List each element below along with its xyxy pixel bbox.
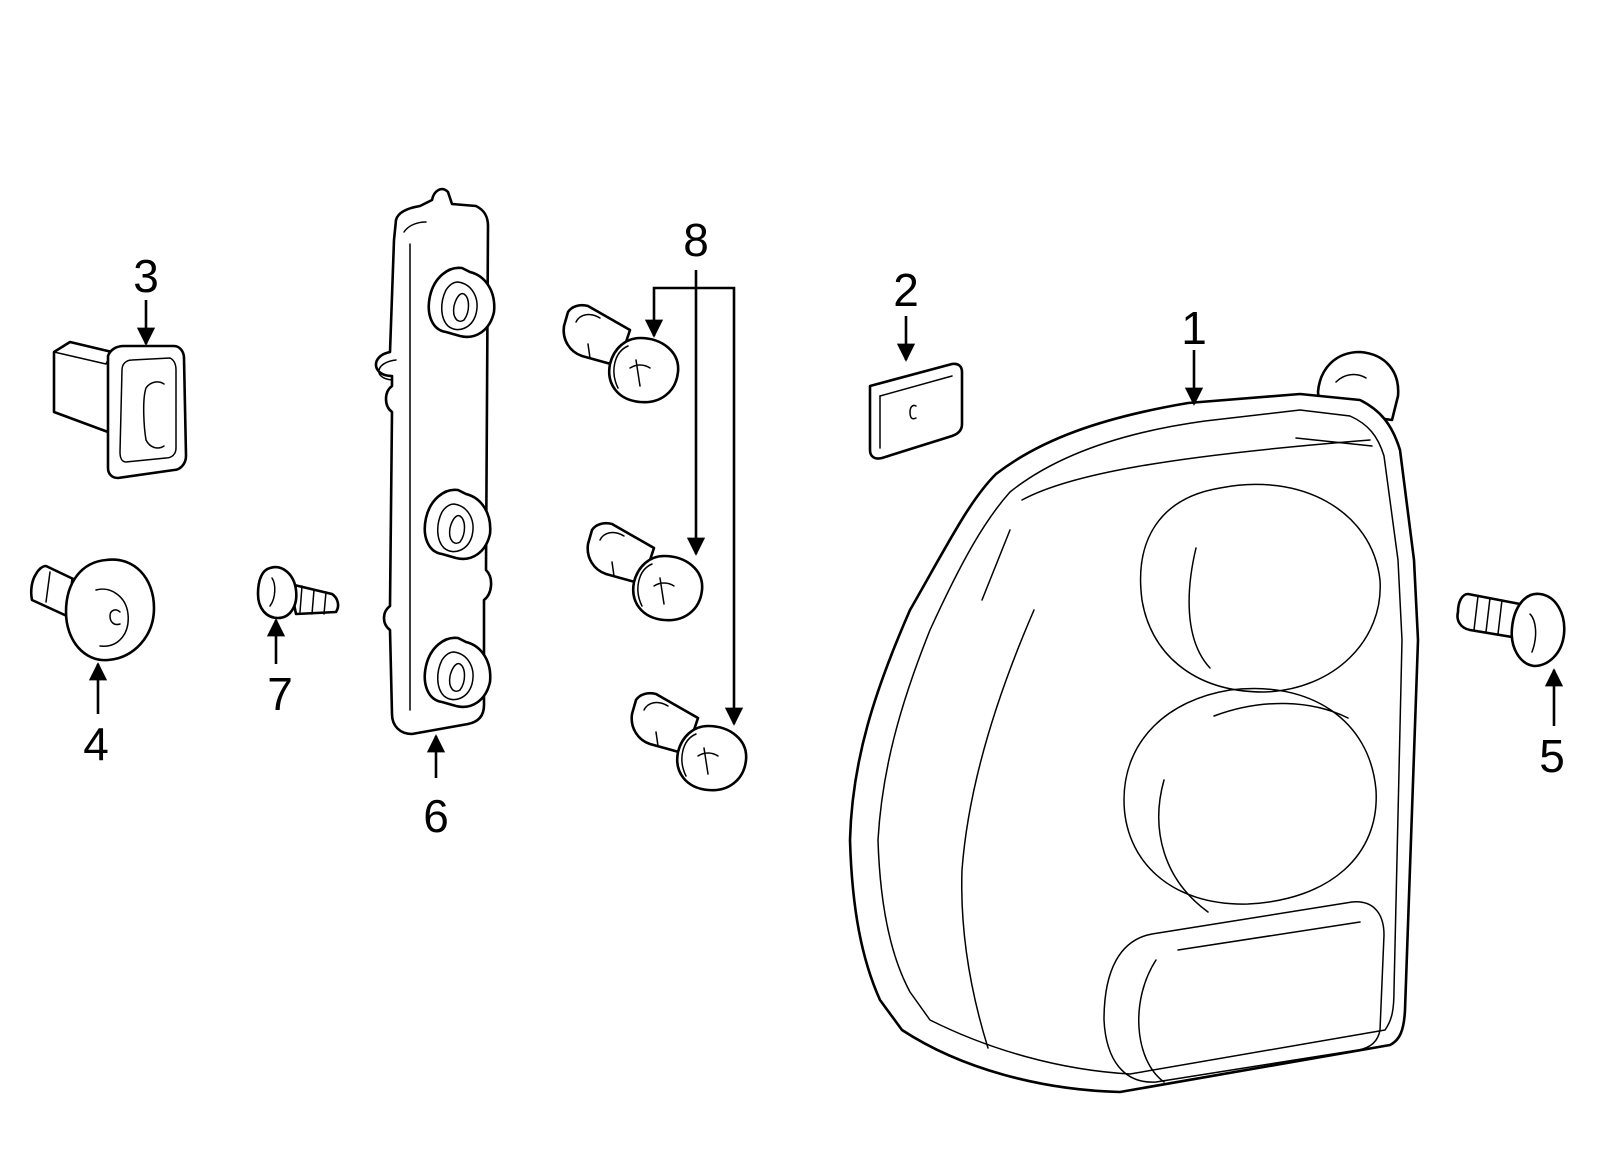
leader-lines — [88, 270, 1564, 778]
bulb-middle-icon — [586, 521, 704, 622]
tail-lamp-assembly — [848, 350, 1420, 1094]
callout-8: 8 — [683, 214, 709, 266]
callout-3: 3 — [133, 250, 159, 302]
socket-upper-icon — [427, 266, 496, 339]
leader-8-bracket — [644, 286, 744, 726]
part-8-bulbs — [562, 303, 748, 792]
part-5-screw — [1456, 592, 1566, 668]
callout-1: 1 — [1181, 302, 1207, 354]
callout-5: 5 — [1539, 730, 1565, 782]
part-4-retainer — [29, 558, 156, 662]
bulb-lower-icon — [630, 691, 748, 792]
bulb-upper-icon — [562, 303, 680, 404]
callout-4: 4 — [83, 718, 109, 770]
callout-7: 7 — [267, 668, 293, 720]
part-6-socket-plate — [374, 187, 496, 736]
part-3-clip — [52, 340, 188, 480]
socket-middle-icon — [423, 488, 492, 561]
socket-lower-icon — [423, 636, 492, 709]
part-7-screw — [256, 565, 340, 620]
callout-6: 6 — [423, 790, 449, 842]
callout-2: 2 — [893, 264, 919, 316]
callout-labels: 1 2 3 4 5 6 7 8 — [83, 214, 1565, 842]
part-2-clip — [868, 362, 964, 460]
